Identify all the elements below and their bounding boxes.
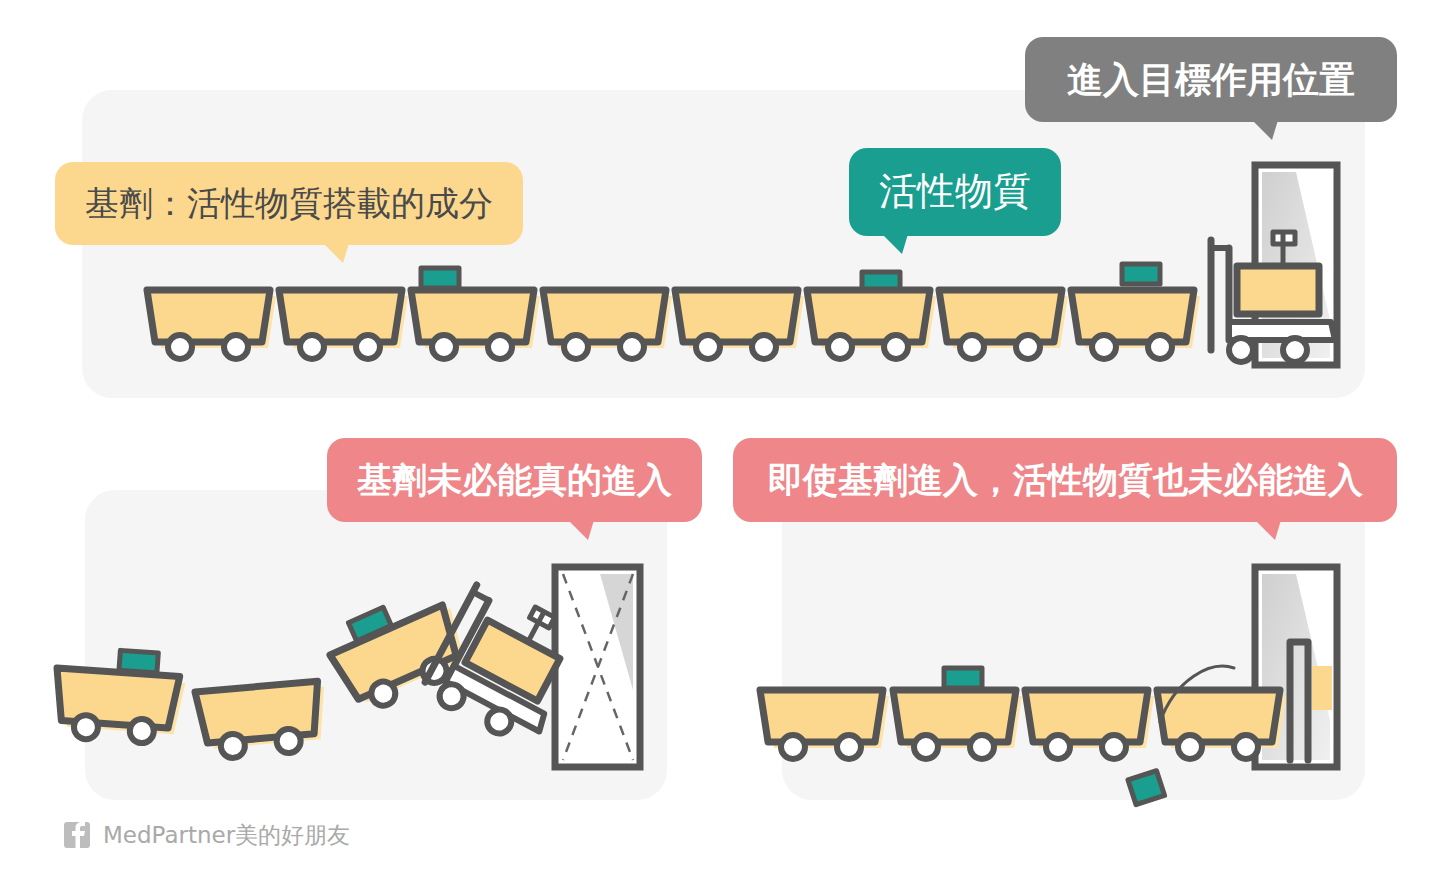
bubble-text: 活性物質 <box>879 170 1031 214</box>
bubble-tail <box>568 520 598 542</box>
facebook-icon <box>64 822 90 848</box>
train <box>147 232 1335 362</box>
speech-bubble: 活性物質 <box>849 148 1061 236</box>
door-dashed <box>555 567 640 767</box>
panel <box>782 490 1365 800</box>
bubble-text: 基劑：活性物質搭載的成分 <box>85 184 493 223</box>
panel <box>85 490 667 800</box>
bubble-tail <box>1255 520 1285 542</box>
speech-bubble: 基劑未必能真的進入 <box>327 438 702 522</box>
bubble-text: 即使基劑進入，活性物質也未必能進入 <box>768 460 1363 500</box>
bubble-tail <box>323 243 353 265</box>
bubble-tail <box>1252 120 1282 142</box>
watermark: MedPartner美的好朋友 <box>103 820 350 851</box>
speech-bubble: 進入目標作用位置 <box>1025 37 1397 122</box>
train-losing-cargo <box>760 642 1332 805</box>
bubble-text: 基劑未必能真的進入 <box>357 460 672 500</box>
crashing-train <box>52 578 590 761</box>
speech-bubble: 基劑：活性物質搭載的成分 <box>55 162 523 245</box>
bubble-text: 進入目標作用位置 <box>1067 59 1355 100</box>
speech-bubble: 即使基劑進入，活性物質也未必能進入 <box>733 438 1397 522</box>
bubble-tail <box>882 234 912 256</box>
